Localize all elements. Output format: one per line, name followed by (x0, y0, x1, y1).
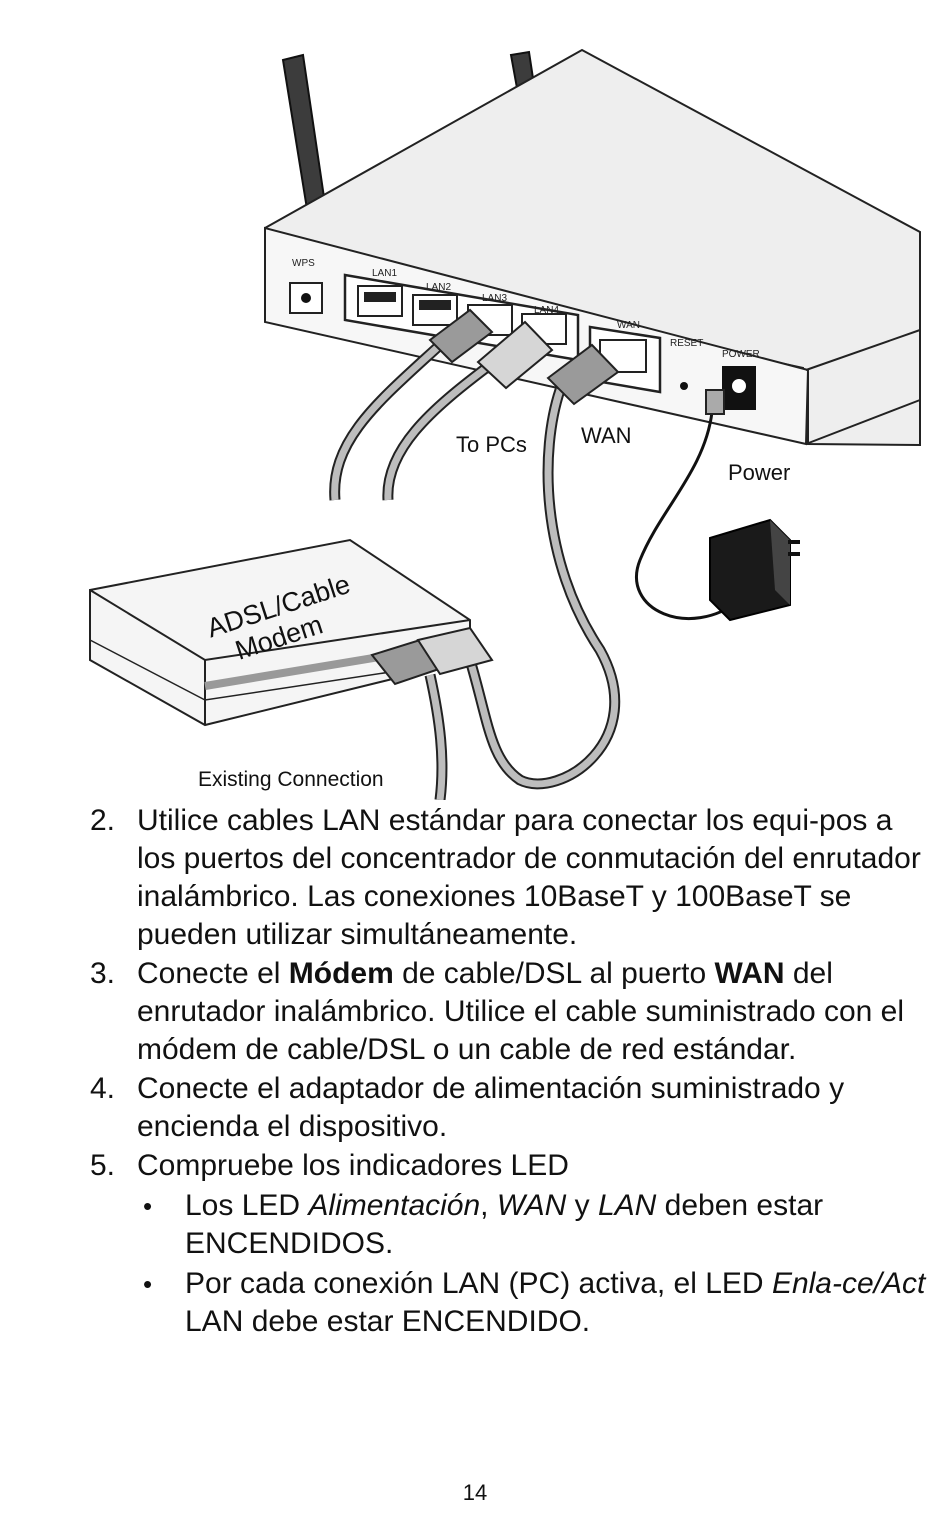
port-label-wps: WPS (292, 258, 315, 269)
step-item: 4. Conecte el adaptador de alimentación s… (86, 1070, 926, 1146)
text-run: , (480, 1189, 497, 1222)
modem-cable (424, 673, 448, 800)
text-run: Compruebe los indicadores LED (137, 1149, 569, 1182)
step-text: Utilice cables LAN estándar para conecta… (137, 804, 921, 951)
text-run: del enrutador inalámbrico. Utilice el ca… (137, 957, 905, 1066)
port-label-lan1: LAN1 (372, 268, 397, 279)
router-connection-diagram: WPS LAN1 LAN2 LAN3 LAN4 WAN RESET POWER (89, 48, 921, 800)
step-number: 5. (90, 1149, 116, 1182)
instruction-steps: 2. Utilice cables LAN estándar para conec… (86, 802, 926, 1343)
step-item: 5. Compruebe los indicadores LED • Los LED … (86, 1147, 926, 1341)
italic-term: Enla-ce/Act (771, 1267, 926, 1300)
bullet-icon: • (143, 1269, 153, 1299)
power-adapter (709, 518, 800, 622)
step-number: 2. (90, 804, 116, 837)
text-run: Por cada conexión LAN (PC) activa, el LE… (185, 1267, 772, 1300)
step-text: Compruebe los indicadores LED (137, 1149, 569, 1182)
step-item: 2. Utilice cables LAN estándar para conec… (86, 802, 926, 954)
wan-plug (546, 343, 620, 406)
text-run: Utilice cables LAN estándar para conecta… (137, 804, 921, 951)
text-run: de cable/DSL al puerto (393, 957, 715, 990)
bold-term: Módem (288, 957, 394, 990)
diagram-svg: WPS LAN1 LAN2 LAN3 LAN4 WAN RESET POWER (89, 48, 921, 800)
lan-cables (329, 340, 494, 501)
step-text: Conecte el adaptador de alimentación sum… (137, 1072, 844, 1143)
callout-to-pcs: To PCs (456, 432, 527, 457)
step-number: 4. (90, 1072, 116, 1105)
italic-term: WAN (496, 1189, 567, 1222)
callout-power: Power (728, 460, 790, 485)
bullet-icon: • (143, 1191, 153, 1221)
modem-plug-wan (416, 626, 494, 676)
text-run: Conecte el adaptador de alimentación sum… (137, 1072, 845, 1143)
text-run: deben estar ENCENDIDOS. (185, 1189, 824, 1260)
italic-term: LAN (597, 1189, 657, 1222)
step-item: 3. Conecte el Módem de cable/DSL al puert… (86, 955, 926, 1069)
led-bullet-list: • Los LED Alimentación, WAN y LAN deben e… (137, 1187, 926, 1341)
port-label-lan3: LAN3 (482, 293, 507, 304)
bold-term: WAN (714, 957, 785, 990)
port-label-power: POWER (722, 349, 760, 360)
step-number: 3. (90, 957, 116, 990)
callout-existing-connection: Existing Connection (198, 768, 384, 791)
italic-term: Alimentación (308, 1189, 481, 1222)
bullet-text: Por cada conexión LAN (PC) activa, el LE… (185, 1267, 925, 1338)
page-number: 14 (462, 1480, 488, 1505)
port-label-lan4: LAN4 (534, 305, 559, 316)
lan-plugs (428, 308, 554, 390)
port-label-lan2: LAN2 (426, 282, 451, 293)
text-run: Conecte el (137, 957, 289, 990)
port-label-wan: WAN (617, 320, 640, 331)
port-label-reset: RESET (670, 338, 703, 349)
text-run: y (566, 1189, 598, 1222)
text-run: Los LED (185, 1189, 309, 1222)
power-cord (635, 411, 741, 620)
bullet-item: • Los LED Alimentación, WAN y LAN deben e… (137, 1187, 926, 1263)
callout-wan: WAN (581, 423, 632, 448)
wan-cable (464, 388, 621, 790)
step-text: Conecte el Módem de cable/DSL al puerto … (137, 957, 904, 1066)
bullet-text: Los LED Alimentación, WAN y LAN deben es… (185, 1189, 823, 1260)
text-run: LAN debe estar ENCENDIDO. (185, 1305, 591, 1338)
bullet-item: • Por cada conexión LAN (PC) activa, el L… (137, 1265, 926, 1341)
